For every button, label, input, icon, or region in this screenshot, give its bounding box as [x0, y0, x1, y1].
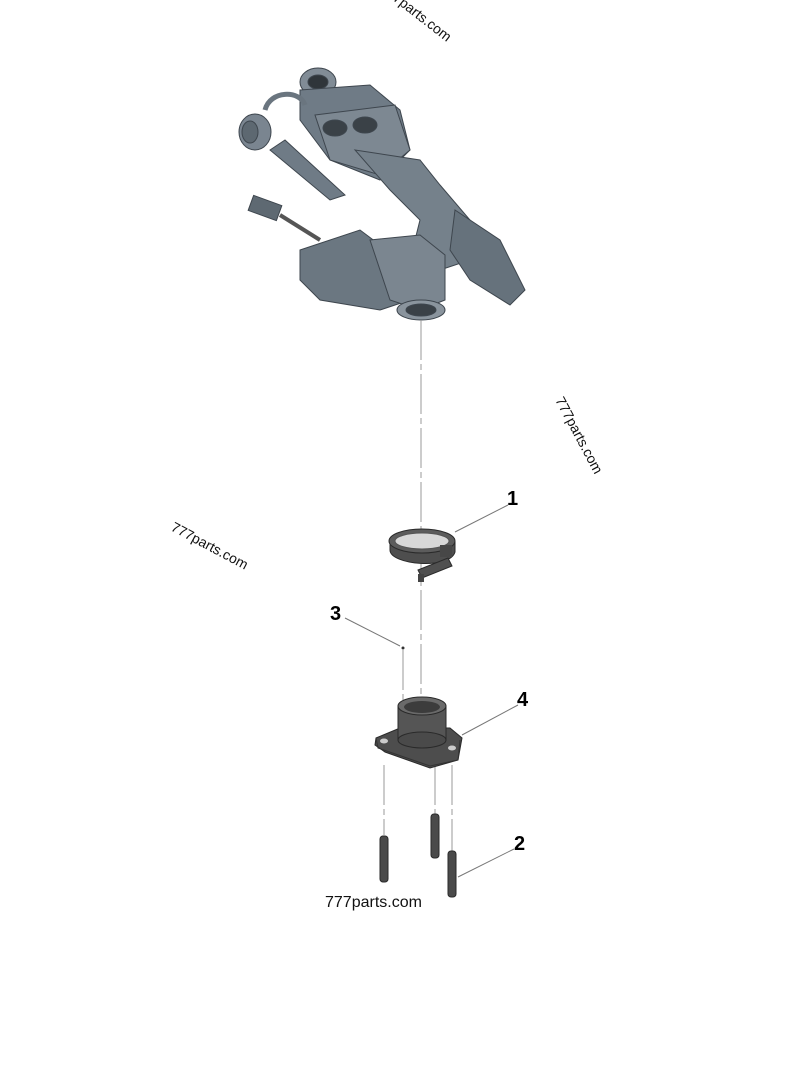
small-pin-part[interactable]: [401, 646, 405, 650]
turbocharger-assembly[interactable]: [238, 67, 526, 321]
callout-1[interactable]: 1: [507, 488, 518, 510]
dowel-pin[interactable]: [430, 813, 440, 859]
watermark-top: 777parts.com: [378, 0, 455, 45]
dowel-pin[interactable]: [379, 835, 389, 883]
callout-2[interactable]: 2: [514, 833, 525, 855]
dowel-pin[interactable]: [447, 850, 457, 898]
watermark-left: 777parts.com: [169, 519, 251, 573]
leader-line-3: [344, 617, 401, 647]
callout-3[interactable]: 3: [330, 603, 341, 625]
clamp-part[interactable]: [388, 528, 456, 582]
leader-line-1: [454, 504, 509, 533]
leader-line-4: [461, 704, 519, 736]
dowel-pins[interactable]: [379, 813, 457, 898]
flange-part[interactable]: [374, 696, 463, 769]
callout-4[interactable]: 4: [517, 689, 529, 711]
watermark-right: 777parts.com: [552, 394, 606, 476]
leader-line-2: [457, 848, 515, 878]
watermark-bottom: 777parts.com: [325, 894, 422, 911]
